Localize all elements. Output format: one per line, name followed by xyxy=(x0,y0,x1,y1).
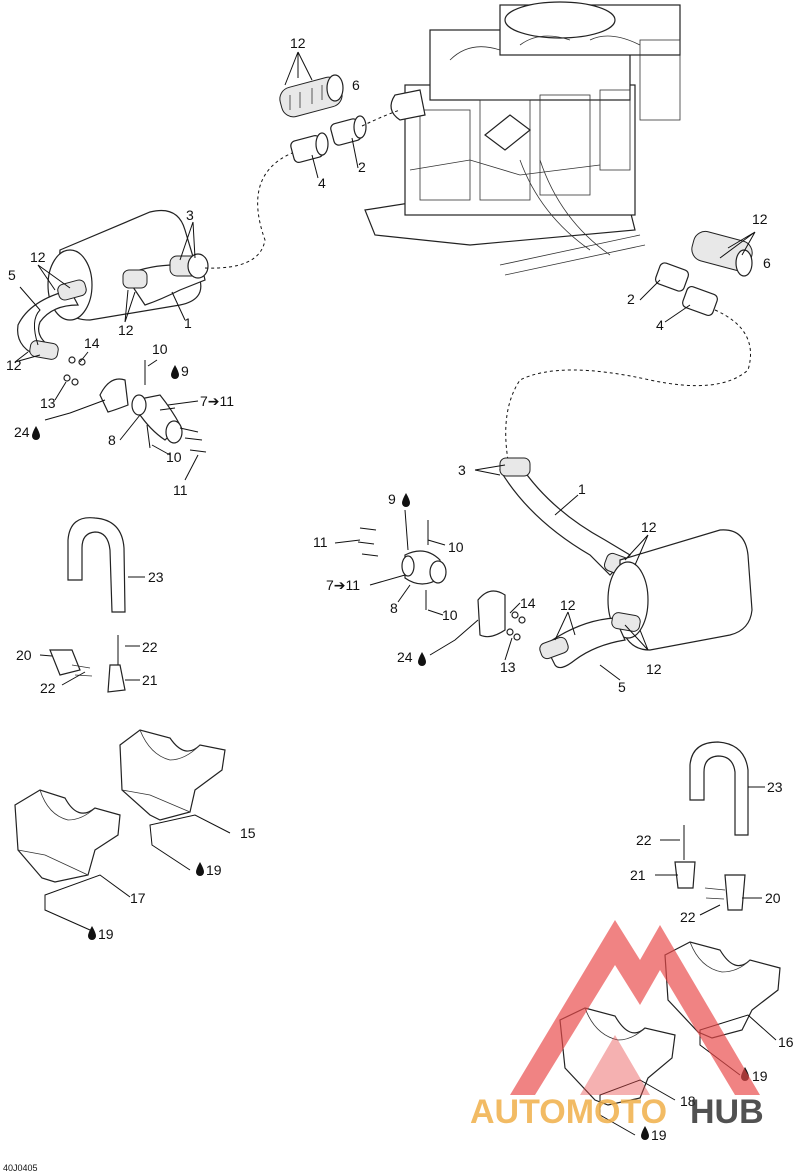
callout-12-left-upper: 12 xyxy=(30,249,46,265)
callout-1-left: 1 xyxy=(184,315,192,331)
left-exhaust-assembly xyxy=(17,74,401,453)
callout-19-right-upper: 19 xyxy=(752,1068,768,1084)
oil-drop-icon xyxy=(402,493,410,507)
sleeve-part-2-right xyxy=(654,262,690,292)
callout-20-left: 20 xyxy=(16,647,32,663)
oil-drop-icon xyxy=(418,652,426,666)
callout-22-left-top: 22 xyxy=(142,639,158,655)
clamp-set-6 xyxy=(279,74,344,118)
block-part-18 xyxy=(559,1007,676,1106)
callout-20-right: 20 xyxy=(765,890,781,906)
callout-5-right: 5 xyxy=(618,679,626,695)
callout-24-right: 24 xyxy=(397,649,413,665)
engine-block xyxy=(364,1,681,276)
callout-18: 18 xyxy=(680,1093,696,1109)
bracket-parts-right xyxy=(674,825,746,911)
fitting-part-8-right xyxy=(401,550,447,585)
callout-10-left-top: 10 xyxy=(152,341,168,357)
callout-13-left: 13 xyxy=(40,395,56,411)
watermark-brand-left: AUTOMOTO xyxy=(470,1093,667,1131)
automotohub-watermark: AUTOMOTO HUB xyxy=(470,920,764,1131)
block-part-17 xyxy=(14,789,121,883)
callout-3-left: 3 xyxy=(186,207,194,223)
callout-10-right-top: 10 xyxy=(448,539,464,555)
callout-16: 16 xyxy=(778,1034,794,1050)
callout-22-right-top: 22 xyxy=(636,832,652,848)
callout-7-right: 7➔11 xyxy=(326,577,360,593)
callout-7-left: 7➔11 xyxy=(200,393,234,409)
callout-10-left-bottom: 10 xyxy=(166,449,182,465)
callout-11-right: 11 xyxy=(313,534,328,550)
callout-8-left: 8 xyxy=(108,432,116,448)
callout-6-right: 6 xyxy=(763,255,771,271)
right-exhaust-assembly xyxy=(357,230,753,669)
callout-4-left: 4 xyxy=(318,175,326,191)
callout-9-left: 9 xyxy=(181,363,189,379)
callout-5-left: 5 xyxy=(8,267,16,283)
callout-13-right: 13 xyxy=(500,659,516,675)
callout-22-right-bottom: 22 xyxy=(680,909,696,925)
watermark-logo-icon xyxy=(510,920,760,1095)
callout-22-left-bottom: 22 xyxy=(40,680,56,696)
callout-14-left: 14 xyxy=(84,335,100,351)
sleeve-part-4 xyxy=(290,132,329,163)
callout-12-right-a: 12 xyxy=(641,519,657,535)
strap-part-23-left xyxy=(67,517,126,613)
fitting-part-8 xyxy=(131,394,183,444)
oil-drop-icon xyxy=(171,365,179,379)
callout-17: 17 xyxy=(130,890,146,906)
callout-19-lower: 19 xyxy=(98,926,114,942)
callout-9-right: 9 xyxy=(388,491,396,507)
callout-12-right-top: 12 xyxy=(752,211,768,227)
strap-part-23-right xyxy=(689,741,749,836)
callout-2-left: 2 xyxy=(358,159,366,175)
callout-19-upper: 19 xyxy=(206,862,222,878)
callout-6-left: 6 xyxy=(352,77,360,93)
figure-code: 40J0405 xyxy=(3,1163,38,1173)
callout-2-right: 2 xyxy=(627,291,635,307)
callout-14-right: 14 xyxy=(520,595,536,611)
callout-labels: 12 6 4 2 3 12 5 12 1 12 14 13 24 8 10 9 … xyxy=(6,35,794,1143)
oil-drop-icon xyxy=(196,862,204,876)
callout-24-left: 24 xyxy=(14,424,30,440)
callout-21-right: 21 xyxy=(630,867,646,883)
callout-12-right-b: 12 xyxy=(560,597,576,613)
callout-12-top: 12 xyxy=(290,35,306,51)
oil-drop-icon xyxy=(88,926,96,940)
bracket-parts-left xyxy=(49,635,126,693)
callout-19-right-lower: 19 xyxy=(651,1127,667,1143)
callout-10-right-bottom: 10 xyxy=(442,607,458,623)
oil-drop-icon xyxy=(32,426,40,440)
callout-23-right: 23 xyxy=(767,779,783,795)
clamp-set-6-right xyxy=(691,230,753,277)
sleeve-part-2 xyxy=(330,115,367,146)
callout-12-right-c: 12 xyxy=(646,661,662,677)
callout-3-right: 3 xyxy=(458,462,466,478)
watermark-brand-right: HUB xyxy=(690,1093,764,1131)
callout-21-left: 21 xyxy=(142,672,158,688)
block-part-15 xyxy=(119,729,226,821)
sleeve-part-4-right xyxy=(682,285,718,317)
callout-4-right: 4 xyxy=(656,317,664,333)
callout-23-left: 23 xyxy=(148,569,164,585)
callout-12-left-mid: 12 xyxy=(118,322,134,338)
callout-8-right: 8 xyxy=(390,600,398,616)
callout-1-right: 1 xyxy=(578,481,586,497)
callout-12-left-lower: 12 xyxy=(6,357,22,373)
callout-11-left: 11 xyxy=(173,482,188,498)
oil-drop-icon xyxy=(641,1126,649,1140)
callout-15: 15 xyxy=(240,825,256,841)
